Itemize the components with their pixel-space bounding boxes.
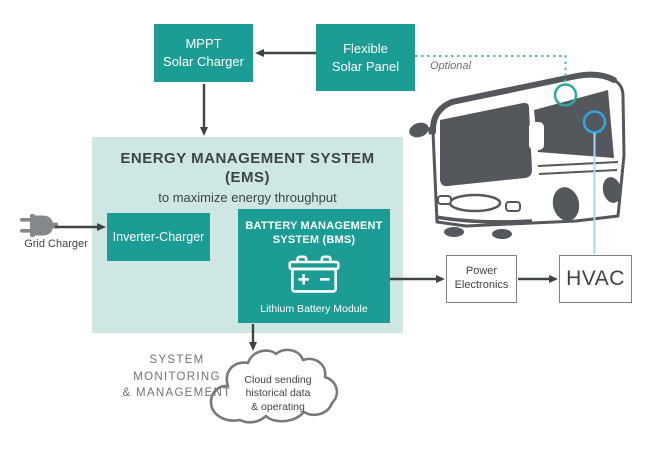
inverter-charger-label: Inverter-Charger [112, 229, 205, 244]
inverter-charger-box: Inverter-Charger [107, 213, 210, 261]
mppt-label-line2: Solar Charger [163, 54, 244, 69]
grid-charger-label: Grid Charger [24, 238, 88, 250]
hvac-label: HVAC [566, 266, 625, 290]
bms-box: BATTERY MANAGEMENT SYSTEM (BMS) Lithium … [238, 209, 390, 323]
power-electronics-box: Power Electronics [446, 255, 517, 303]
power-electronics-line1: Power [465, 265, 498, 278]
power-electronics-line2: Electronics [454, 279, 509, 291]
bus-illustration [406, 70, 644, 247]
cloud-caption: Cloud sending historical data & operatin… [224, 374, 332, 414]
bms-title-line2: SYSTEM (BMS) [272, 234, 356, 247]
cloud-caption-line2: historical data [245, 387, 311, 400]
ems-title: ENERGY MANAGEMENT SYSTEM [120, 150, 375, 167]
hvac-box: HVAC [559, 255, 632, 303]
mppt-solar-charger-box: MPPT Solar Charger [154, 24, 253, 82]
bms-title-line1: BATTERY MANAGEMENT [245, 220, 383, 232]
flexible-solar-panel-box: Flexible Solar Panel [316, 24, 415, 91]
system-monitoring-label: SYSTEM MONITORING & MANAGEMENT [108, 352, 246, 402]
cloud-caption-line3: & operating [251, 400, 305, 413]
monitoring-line2: & MANAGEMENT [122, 387, 232, 400]
cloud-caption-line1: Cloud sending [244, 374, 312, 386]
cloud-icon [206, 346, 346, 435]
lithium-battery-module-label: Lithium Battery Module [260, 302, 368, 315]
ems-acronym: (EMS) [225, 168, 270, 186]
ems-tagline: to maximize energy throughput [158, 189, 337, 205]
flexible-label-line2: Solar Panel [331, 58, 400, 74]
mppt-label-line1: MPPT [185, 36, 222, 52]
battery-icon [288, 255, 340, 293]
ems-container: ENERGY MANAGEMENT SYSTEM (EMS) to maximi… [92, 137, 403, 333]
flexible-label-line1: Flexible [343, 40, 388, 56]
monitoring-line1: SYSTEM MONITORING [133, 354, 221, 383]
ems-header: ENERGY MANAGEMENT SYSTEM (EMS) to maximi… [92, 137, 403, 205]
